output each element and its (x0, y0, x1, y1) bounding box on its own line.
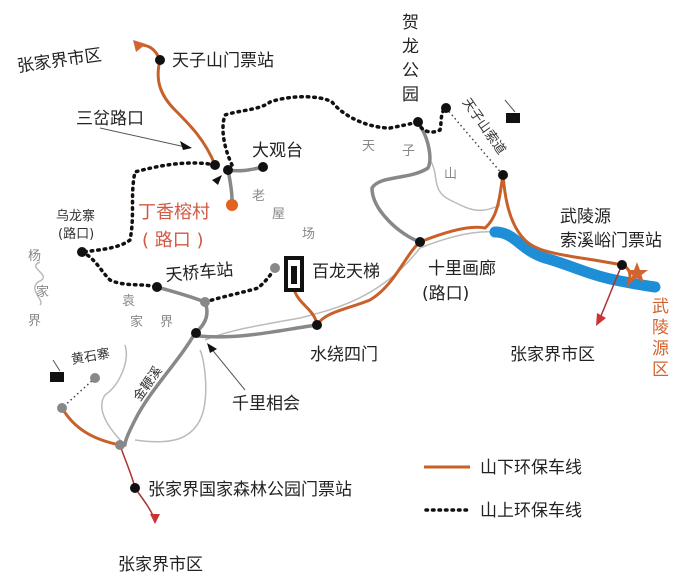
trails (34, 159, 501, 446)
label-cableway: 天子山索道 (459, 96, 509, 158)
station-shuiraosimen[interactable] (312, 320, 322, 330)
label-shili-sub: (路口) (422, 284, 469, 304)
legend-label-lower: 山下环保车线 (480, 458, 582, 478)
label-shuiraosimen: 水绕四门 (310, 345, 378, 365)
label-bailong: 百龙天梯 (312, 262, 380, 282)
station-cableway-top[interactable] (441, 103, 451, 113)
upper-eco-bus-line (80, 95, 448, 304)
svg-text:区: 区 (652, 360, 669, 380)
station-huangshizhai-bottom[interactable] (57, 403, 67, 413)
svg-text:山: 山 (444, 167, 457, 182)
svg-text:袁: 袁 (122, 294, 135, 309)
label-qianlixianghui: 千里相会 (232, 394, 300, 414)
station-forest-gate[interactable] (130, 483, 140, 493)
label-wulingyuan-district: 武 陵 源 区 (652, 297, 669, 380)
station-tianqiao[interactable] (152, 282, 162, 292)
station-wulongzhai[interactable] (77, 247, 87, 257)
station-wulingyuan[interactable] (617, 260, 627, 270)
label-daguantai: 大观台 (252, 141, 303, 161)
area-tianzishan: 天 子 山 (362, 139, 457, 182)
svg-text:杨: 杨 (28, 249, 41, 264)
svg-text:陵: 陵 (652, 318, 669, 338)
label-forest-gate: 张家界国家森林公园门票站 (148, 480, 352, 500)
arrow-icon (150, 514, 160, 524)
label-city-bottom: 张家界市区 (118, 555, 203, 575)
minor-stations (57, 263, 280, 450)
svg-text:园: 园 (402, 85, 419, 105)
svg-text:子: 子 (402, 144, 415, 159)
legend-label-upper: 山上环保车线 (480, 501, 582, 521)
cable-car-icon (50, 359, 64, 382)
area-yuanjiajie: 袁 家 界 (122, 294, 173, 330)
label-city-top: 张家界市区 (16, 45, 103, 77)
svg-text:界: 界 (160, 315, 173, 330)
label-wulongzhai: 乌龙寨 (56, 208, 95, 224)
svg-text:屋: 屋 (272, 207, 285, 222)
cableway-line (445, 107, 504, 176)
station-helong[interactable] (413, 117, 423, 127)
station-minor[interactable] (200, 297, 210, 307)
label-tianqiao: 天桥车站 (165, 260, 234, 286)
elevator-icon (284, 256, 304, 292)
svg-text:公: 公 (402, 61, 419, 81)
svg-text:龙: 龙 (402, 37, 419, 57)
label-sancha: 三岔路口 (76, 109, 144, 129)
arrow-icon (207, 343, 217, 353)
label-wulingyuan-gate: 索溪峪门票站 (560, 231, 662, 251)
arrow-icon (212, 175, 222, 185)
svg-text:天: 天 (362, 139, 375, 154)
svg-text:老: 老 (252, 189, 265, 204)
station-minor[interactable] (270, 263, 280, 273)
area-yangjiajie: 杨 家 界 (28, 249, 49, 329)
svg-text:界: 界 (28, 314, 41, 329)
label-city-right: 张家界市区 (510, 345, 595, 365)
pointer-line (99, 127, 191, 149)
label-shili: 十里画廊 (428, 259, 496, 279)
label-helong: 贺 龙 公 园 (402, 13, 419, 105)
svg-text:家: 家 (130, 314, 143, 330)
arrow-icon (596, 313, 606, 326)
station-minor[interactable] (115, 440, 125, 450)
pointer-line (209, 346, 246, 391)
stations (77, 55, 627, 493)
station-sancha-2[interactable] (223, 165, 233, 175)
label-wulongzhai-sub: (路口) (58, 226, 94, 242)
river (489, 226, 661, 293)
cable-car-icon (504, 99, 520, 123)
svg-text:源: 源 (652, 339, 669, 359)
station-daguantai[interactable] (258, 162, 268, 172)
svg-text:场: 场 (302, 227, 315, 242)
huangshizhai-cableway-line (61, 377, 96, 409)
station-shili[interactable] (415, 237, 425, 247)
arrow-icon (180, 141, 192, 150)
label-dingxiang: 丁香榕村 (138, 202, 210, 223)
station-dingxiang[interactable] (226, 199, 238, 211)
label-tianzishan-gate: 天子山门票站 (172, 51, 274, 71)
station-tianzishan-gate[interactable] (155, 55, 165, 65)
station-qianlixianghui[interactable] (191, 328, 201, 338)
station-cableway-bottom[interactable] (498, 170, 508, 180)
star-icon (626, 262, 648, 283)
arrow-icon (133, 40, 146, 52)
svg-text:家: 家 (36, 284, 49, 300)
legend: 山下环保车线 山上环保车线 (424, 458, 582, 521)
station-huangshizhai-top[interactable] (90, 373, 100, 383)
area-laowuchang: 老 屋 场 (252, 189, 315, 242)
label-dingxiang-sub: ( 路口 ) (142, 230, 204, 251)
label-wulingyuan: 武陵源 (560, 207, 611, 227)
svg-text:贺: 贺 (402, 13, 419, 33)
svg-text:武: 武 (652, 297, 669, 317)
station-sancha[interactable] (210, 160, 220, 170)
label-huangshizhai: 黄石寨 (70, 345, 111, 368)
